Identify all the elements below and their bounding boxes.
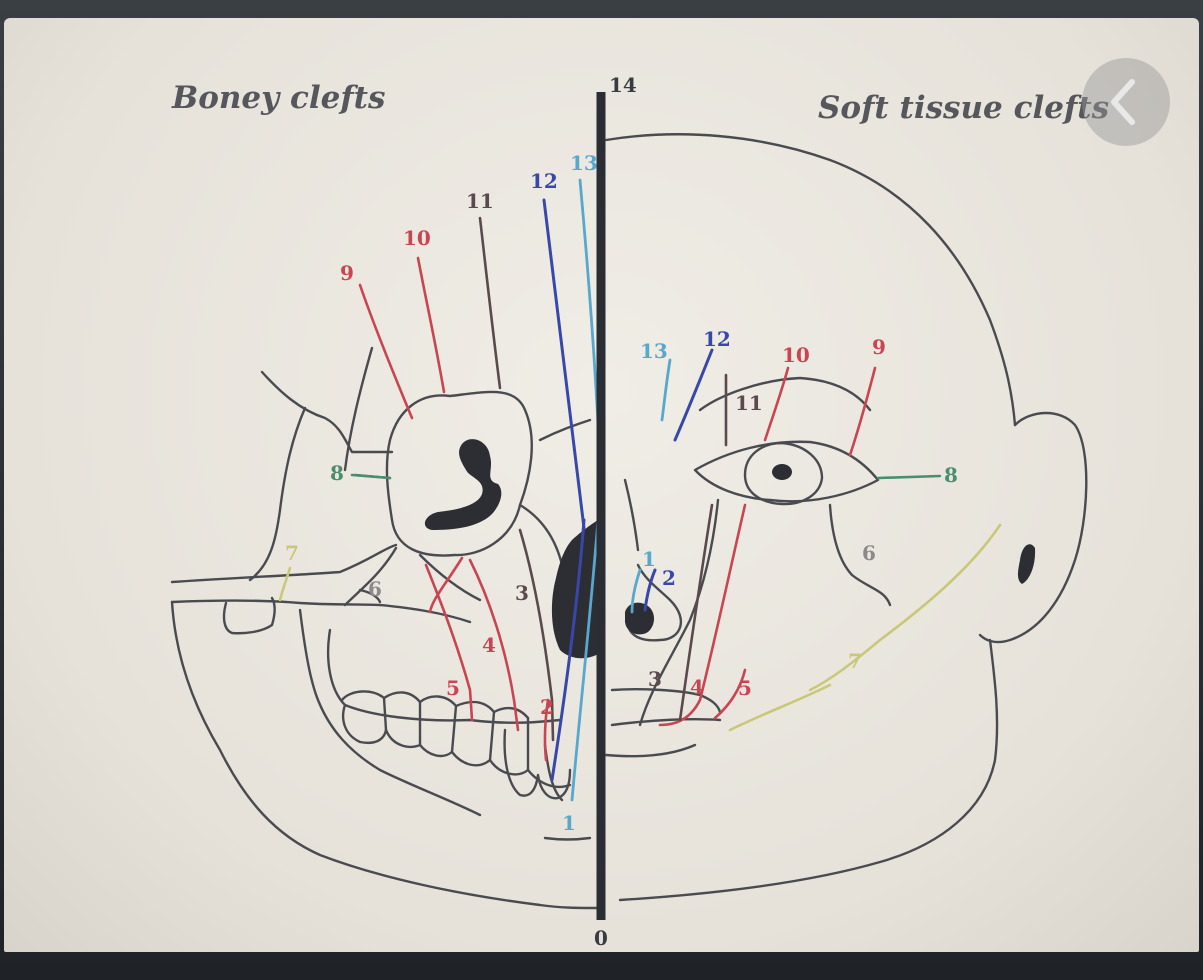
- soft-tissue-cleft-labels: 13 12 11 10 9 8 6 7 5 4 3 2 1: [640, 327, 958, 700]
- title-boney-clefts: Boney clefts: [171, 80, 385, 116]
- bony-label-4: 4: [482, 633, 496, 657]
- bony-label-9: 9: [340, 261, 354, 285]
- soft-label-11: 11: [735, 391, 763, 415]
- back-button[interactable]: [1082, 58, 1170, 146]
- axis-label-bottom: 0: [594, 926, 608, 950]
- bony-label-10: 10: [403, 226, 431, 250]
- orbital-fissure-blob: [425, 439, 501, 530]
- soft-label-8: 8: [944, 463, 958, 487]
- soft-label-12: 12: [703, 327, 731, 351]
- soft-label-7: 7: [848, 649, 862, 673]
- pupil: [772, 464, 792, 480]
- title-soft-tissue-clefts: Soft tissue clefts: [818, 90, 1109, 126]
- soft-label-6: 6: [862, 541, 876, 565]
- bony-label-13: 13: [570, 151, 598, 175]
- soft-label-3: 3: [648, 667, 662, 691]
- chevron-left-icon: [1082, 58, 1170, 146]
- soft-label-10: 10: [782, 343, 810, 367]
- soft-label-1: 1: [642, 547, 656, 571]
- bony-label-7: 7: [285, 541, 299, 565]
- bony-label-1: 1: [562, 811, 576, 835]
- nostril-blob: [625, 603, 654, 635]
- face-outline: [606, 134, 1086, 900]
- soft-label-9: 9: [872, 335, 886, 359]
- bony-label-5: 5: [446, 676, 460, 700]
- bony-label-11: 11: [466, 189, 494, 213]
- ear-canal-blob: [1018, 544, 1035, 584]
- skull-outline: [172, 348, 598, 908]
- soft-label-4: 4: [690, 675, 704, 699]
- bony-label-12: 12: [530, 169, 558, 193]
- bony-label-8: 8: [330, 461, 344, 485]
- bony-label-2: 2: [540, 695, 554, 719]
- soft-tissue-cleft-lines: [632, 350, 1000, 730]
- soft-label-5: 5: [738, 676, 752, 700]
- bony-label-6: 6: [368, 577, 382, 601]
- axis-label-top: 14: [609, 73, 637, 97]
- soft-label-13: 13: [640, 339, 668, 363]
- soft-label-2: 2: [662, 566, 676, 590]
- bony-label-3: 3: [515, 581, 529, 605]
